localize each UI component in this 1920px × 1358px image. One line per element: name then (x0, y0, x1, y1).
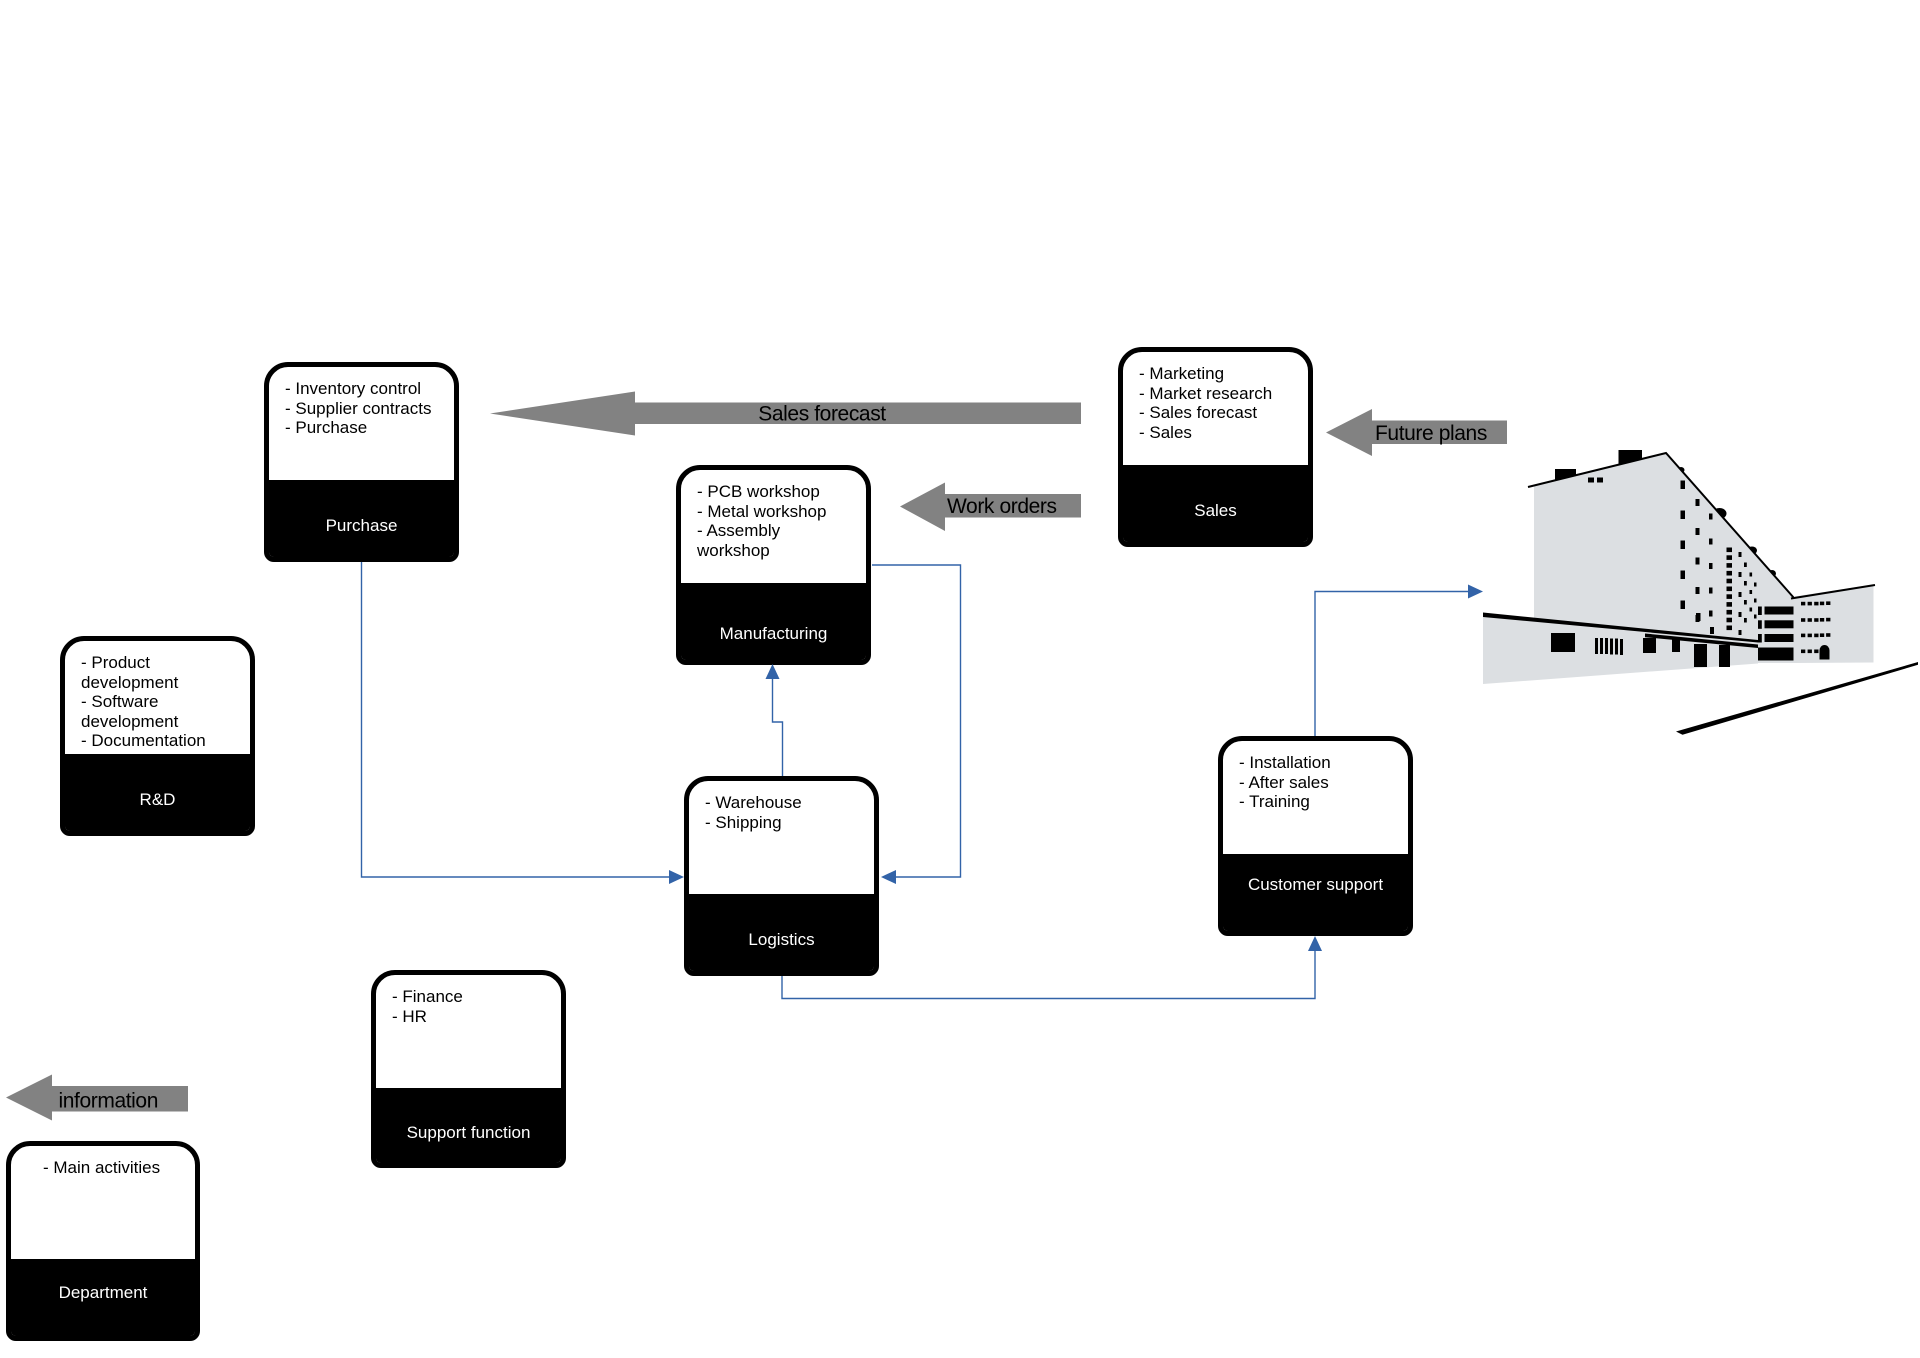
svg-text:Sales forecast: Sales forecast (758, 403, 886, 426)
svg-text:information: information (59, 1090, 158, 1113)
svg-text:Future plans: Future plans (1375, 422, 1487, 445)
svg-text:Work orders: Work orders (947, 495, 1057, 518)
